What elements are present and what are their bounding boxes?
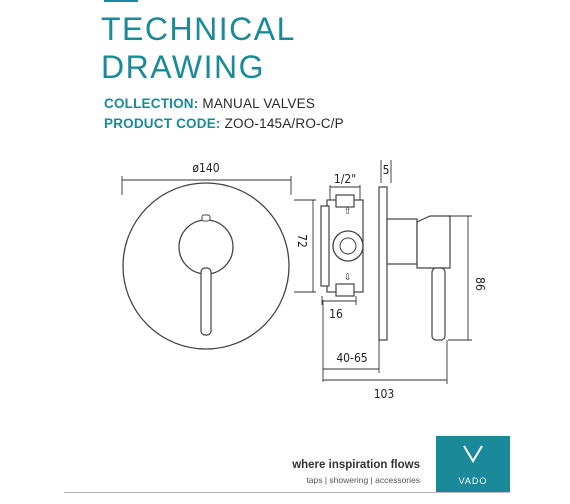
- diameter-label: ø140: [192, 161, 219, 175]
- product-code-value: ZOO-145A/RO-C/P: [224, 116, 344, 131]
- body-height-label: 72: [295, 234, 309, 248]
- lever-side: [431, 267, 446, 341]
- collection-label: COLLECTION:: [104, 96, 199, 111]
- vado-logo: VADO: [436, 436, 510, 492]
- overall-height-label: 86: [473, 277, 487, 291]
- depth-min-label: 16: [329, 307, 343, 321]
- plate-thickness-label: 5: [383, 163, 390, 177]
- overall-depth-label: 103: [374, 387, 395, 401]
- spindle-housing: [386, 218, 418, 265]
- page-title-line1: TECHNICAL: [101, 11, 296, 47]
- logo-text: VADO: [458, 476, 488, 486]
- collection-value: MANUAL VALVES: [202, 96, 316, 111]
- side-wall-plate: [378, 186, 388, 341]
- logo-mark-icon: [463, 445, 483, 463]
- valve-flange: [320, 205, 330, 287]
- page-title-line2: DRAWING: [101, 49, 265, 85]
- lever-handle: [200, 267, 212, 336]
- product-code-line: PRODUCT CODE: ZOO-145A/RO-C/P: [104, 116, 344, 131]
- outlet-bottom: [335, 283, 355, 297]
- header-accent-rule: [104, 0, 138, 2]
- front-view: ø140: [121, 161, 292, 350]
- handle-cap: [201, 214, 211, 222]
- cartridge-inner: [339, 237, 357, 255]
- handle-body-side: [416, 215, 451, 269]
- side-view: 1/2" 5 ⇧ ⇩ 72 86: [294, 160, 487, 401]
- inlet-top: [335, 194, 355, 208]
- brand-tagline: where inspiration flows: [292, 459, 420, 471]
- flow-down-arrow-icon: ⇩: [344, 273, 352, 283]
- product-code-label: PRODUCT CODE:: [104, 116, 221, 131]
- flow-up-arrow-icon: ⇧: [344, 207, 352, 217]
- brand-subtagline: taps | showering | accessories: [306, 475, 420, 485]
- handle-hub: [178, 219, 234, 275]
- footer-rule: [64, 492, 510, 493]
- depth-range-label: 40-65: [336, 351, 367, 365]
- collection-line: COLLECTION: MANUAL VALVES: [104, 96, 315, 111]
- pipe-size-label: 1/2": [334, 172, 356, 186]
